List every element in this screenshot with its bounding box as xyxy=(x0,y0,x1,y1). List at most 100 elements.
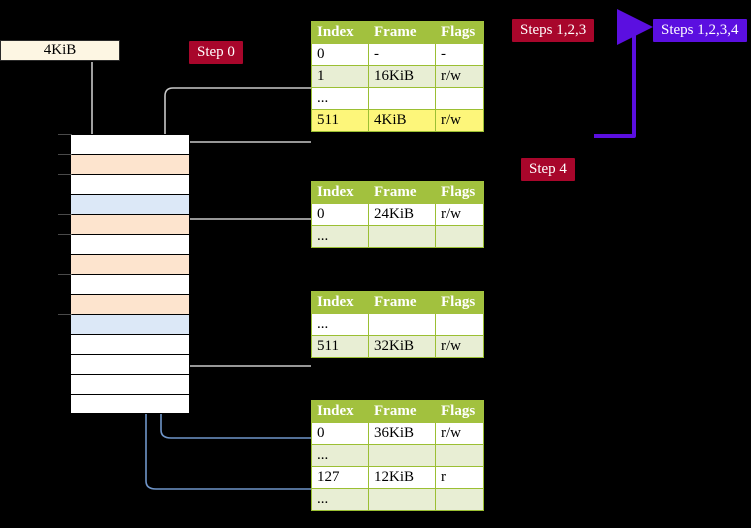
badge-step-4: Step 4 xyxy=(521,158,575,181)
badge-label: Step 0 xyxy=(197,44,235,60)
memory-tick xyxy=(58,314,72,315)
cell-flags xyxy=(435,444,484,467)
cell-index: 1 xyxy=(311,65,369,88)
table-header-row: Index Frame Flags xyxy=(311,181,484,204)
column-header-index: Index xyxy=(311,181,369,204)
memory-row xyxy=(70,314,190,334)
badge-steps-1234: Steps 1,2,3,4 xyxy=(653,19,747,42)
memory-row xyxy=(70,234,190,254)
physical-memory-column xyxy=(70,134,190,414)
cell-flags xyxy=(435,488,484,511)
table-row: 0 24KiB r/w xyxy=(311,203,484,226)
cell-frame: 36KiB xyxy=(368,422,436,445)
column-header-frame: Frame xyxy=(368,400,436,423)
cell-frame xyxy=(368,313,436,336)
cell-index: 0 xyxy=(311,422,369,445)
column-header-flags: Flags xyxy=(435,21,484,44)
memory-tick xyxy=(58,154,72,155)
memory-tick xyxy=(58,174,72,175)
memory-row xyxy=(70,274,190,294)
cell-index: ... xyxy=(311,225,369,248)
cell-frame xyxy=(368,225,436,248)
cell-index: 511 xyxy=(311,335,369,358)
cell-index: 511 xyxy=(311,109,369,132)
table-row: ... xyxy=(311,225,484,248)
memory-row xyxy=(70,214,190,234)
cell-flags: - xyxy=(435,43,484,66)
memory-row xyxy=(70,134,190,154)
page-size-label: 4KiB xyxy=(43,42,77,58)
badge-label: Step 4 xyxy=(529,161,567,177)
badge-steps-123: Steps 1,2,3 xyxy=(512,19,595,42)
column-header-frame: Frame xyxy=(368,181,436,204)
table-row: ... xyxy=(311,313,484,336)
cell-index: ... xyxy=(311,87,369,110)
cell-flags: r/w xyxy=(435,335,484,358)
memory-tick xyxy=(58,134,72,135)
cell-flags xyxy=(435,313,484,336)
page-table-level-2: Index Frame Flags ... 511 32KiB r/w xyxy=(311,291,484,358)
column-header-index: Index xyxy=(311,21,369,44)
cell-frame: 16KiB xyxy=(368,65,436,88)
memory-row xyxy=(70,394,190,414)
badge-step-0: Step 0 xyxy=(189,41,243,64)
table-header-row: Index Frame Flags xyxy=(311,400,484,423)
table-row: 511 32KiB r/w xyxy=(311,335,484,358)
cell-frame: 24KiB xyxy=(368,203,436,226)
memory-row xyxy=(70,294,190,314)
table-header-row: Index Frame Flags xyxy=(311,291,484,314)
table-header-row: Index Frame Flags xyxy=(311,21,484,44)
cell-index: ... xyxy=(311,488,369,511)
page-table-level-3: Index Frame Flags 0 36KiB r/w ... 127 12… xyxy=(311,400,484,511)
cell-index: 0 xyxy=(311,43,369,66)
cell-flags xyxy=(435,87,484,110)
page-table-level-0: Index Frame Flags 0 - - 1 16KiB r/w ... xyxy=(311,21,484,132)
memory-row xyxy=(70,254,190,274)
table-row: 511 4KiB r/w xyxy=(311,109,484,132)
cell-frame: 12KiB xyxy=(368,466,436,489)
memory-row xyxy=(70,174,190,194)
column-header-flags: Flags xyxy=(435,400,484,423)
cell-flags: r xyxy=(435,466,484,489)
cell-index: 0 xyxy=(311,203,369,226)
cell-frame xyxy=(368,444,436,467)
cell-flags: r/w xyxy=(435,65,484,88)
table-row: ... xyxy=(311,488,484,511)
table-row: 1 16KiB r/w xyxy=(311,65,484,88)
badge-label: Steps 1,2,3 xyxy=(520,22,587,38)
memory-row xyxy=(70,354,190,374)
cell-flags: r/w xyxy=(435,422,484,445)
cell-frame xyxy=(368,488,436,511)
table-row: 127 12KiB r xyxy=(311,466,484,489)
memory-tick xyxy=(58,234,72,235)
cell-frame: - xyxy=(368,43,436,66)
column-header-index: Index xyxy=(311,400,369,423)
cell-index: ... xyxy=(311,313,369,336)
table-row: ... xyxy=(311,87,484,110)
page-size-box: 4KiB xyxy=(0,40,120,61)
cell-index: 127 xyxy=(311,466,369,489)
cell-frame: 32KiB xyxy=(368,335,436,358)
cell-frame: 4KiB xyxy=(368,109,436,132)
memory-row xyxy=(70,194,190,214)
cell-flags: r/w xyxy=(435,203,484,226)
memory-row xyxy=(70,154,190,174)
memory-tick xyxy=(58,214,72,215)
memory-row xyxy=(70,374,190,394)
page-table-level-1: Index Frame Flags 0 24KiB r/w ... xyxy=(311,181,484,248)
column-header-flags: Flags xyxy=(435,181,484,204)
column-header-index: Index xyxy=(311,291,369,314)
column-header-frame: Frame xyxy=(368,21,436,44)
table-row: ... xyxy=(311,444,484,467)
cell-flags xyxy=(435,225,484,248)
cell-index: ... xyxy=(311,444,369,467)
cell-flags: r/w xyxy=(435,109,484,132)
memory-tick xyxy=(58,274,72,275)
table-row: 0 - - xyxy=(311,43,484,66)
cell-frame xyxy=(368,87,436,110)
memory-row xyxy=(70,334,190,354)
column-header-flags: Flags xyxy=(435,291,484,314)
badge-label: Steps 1,2,3,4 xyxy=(661,22,739,38)
table-row: 0 36KiB r/w xyxy=(311,422,484,445)
